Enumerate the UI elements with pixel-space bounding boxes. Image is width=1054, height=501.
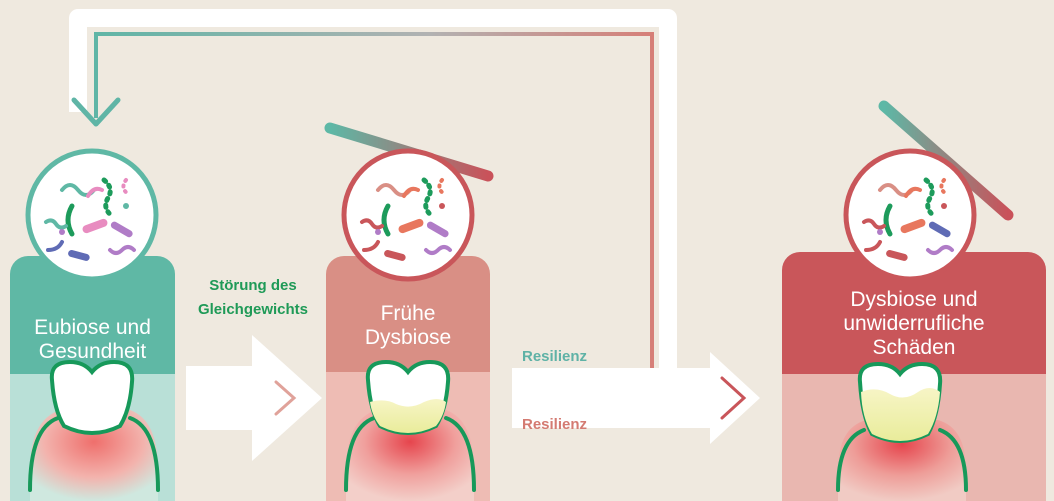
resilience-label-upper: Resilienz	[522, 348, 612, 365]
microbiome-circle-early	[344, 151, 472, 279]
microbiome-circle-severe	[846, 151, 974, 279]
resilience-label-lower: Resilienz	[522, 416, 612, 433]
transition-label: Störung des Gleichgewichts	[178, 274, 328, 322]
microbiome-circle-healthy	[28, 151, 156, 279]
